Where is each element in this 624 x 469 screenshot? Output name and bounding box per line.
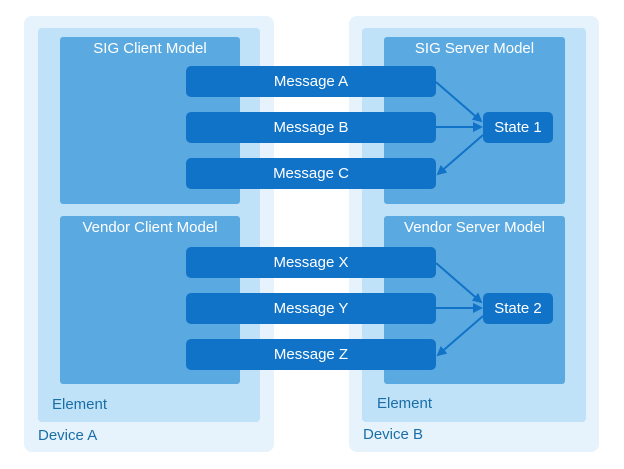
arrow-x-to-state2 — [435, 262, 483, 304]
message-a: Message A — [186, 66, 436, 97]
device-a-label: Device A — [38, 427, 98, 444]
message-b: Message B — [186, 112, 436, 143]
arrow-state2-to-z — [436, 315, 484, 357]
element-b-label: Element — [377, 395, 433, 412]
message-c: Message C — [186, 158, 436, 189]
message-z: Message Z — [186, 339, 436, 370]
arrow-state1-to-c — [436, 134, 484, 176]
device-b-label: Device B — [363, 426, 424, 443]
sig-client-model-title: SIG Client Model — [93, 40, 207, 57]
message-x: Message X — [186, 247, 436, 278]
sig-server-model-title: SIG Server Model — [414, 40, 535, 57]
message-y: Message Y — [186, 293, 436, 324]
vendor-server-model-title: Vendor Server Model — [404, 219, 545, 236]
arrow-a-to-state1 — [435, 81, 483, 123]
vendor-client-model-title: Vendor Client Model — [82, 219, 218, 236]
state-1: State 1 — [483, 112, 553, 143]
element-a-label: Element — [52, 396, 108, 413]
state-2: State 2 — [483, 293, 553, 324]
